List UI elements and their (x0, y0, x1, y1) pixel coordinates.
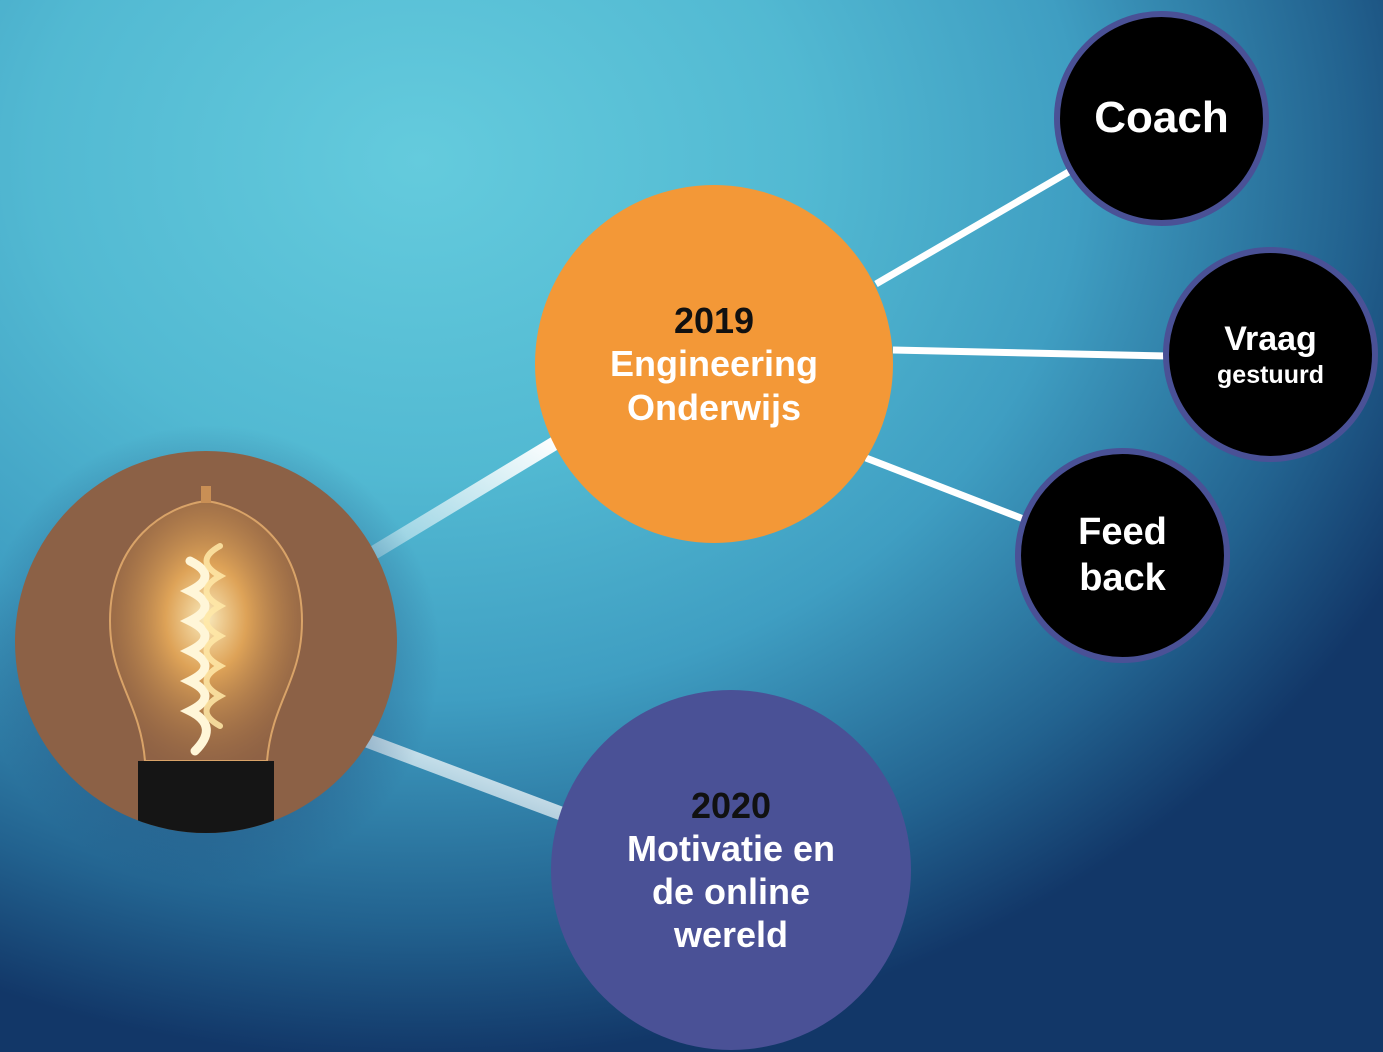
lightbulb-image (15, 451, 397, 833)
topic-line: wereld (673, 914, 789, 956)
node-coach: Coach (1054, 11, 1269, 226)
gestuurd-label: gestuurd (1217, 360, 1324, 389)
year-label: 2019 (673, 300, 755, 342)
coach-label: Coach (1094, 93, 1229, 143)
connector-2019-coach (874, 166, 1074, 288)
node-2019-engineering-onderwijs: 2019 Engineering Onderwijs (535, 185, 893, 543)
node-feedback: Feed back (1015, 448, 1230, 663)
topic-line: Engineering (609, 343, 819, 385)
back-label: back (1079, 556, 1166, 599)
node-vraag-gestuurd: Vraag gestuurd (1163, 247, 1378, 462)
lightbulb-icon (108, 486, 304, 833)
year-label: 2020 (690, 784, 772, 826)
vraag-label: Vraag (1224, 320, 1317, 359)
feed-label: Feed (1078, 510, 1167, 553)
topic-line: de online (651, 871, 810, 912)
topic-line: Onderwijs (626, 386, 802, 428)
topic-line: Motivatie en (626, 827, 836, 869)
connector-2019-vraag (892, 346, 1168, 360)
node-2020-motivatie: 2020 Motivatie en de online wereld (551, 690, 911, 1050)
connector-2019-feedback (864, 454, 1028, 524)
